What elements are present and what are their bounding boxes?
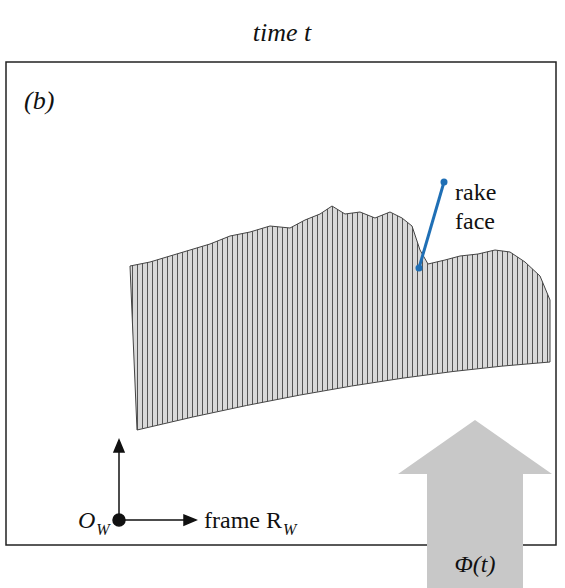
workpiece-surface [130,206,550,430]
caption-time: time t [253,20,312,46]
panel-label: (b) [24,88,54,114]
motion-label: Φ(t) [455,552,496,576]
rake-face-tip [416,265,423,272]
frame-subscript: W [283,522,296,538]
origin-label: O [78,508,95,532]
origin-subscript: W [96,522,109,538]
rake-face-line [419,182,444,268]
motion-arrow [398,420,552,588]
rake-face-label: rake face [455,178,535,236]
rake-face-end [441,179,448,186]
frame-axes [113,440,196,526]
frame-label: frame R [204,508,282,532]
